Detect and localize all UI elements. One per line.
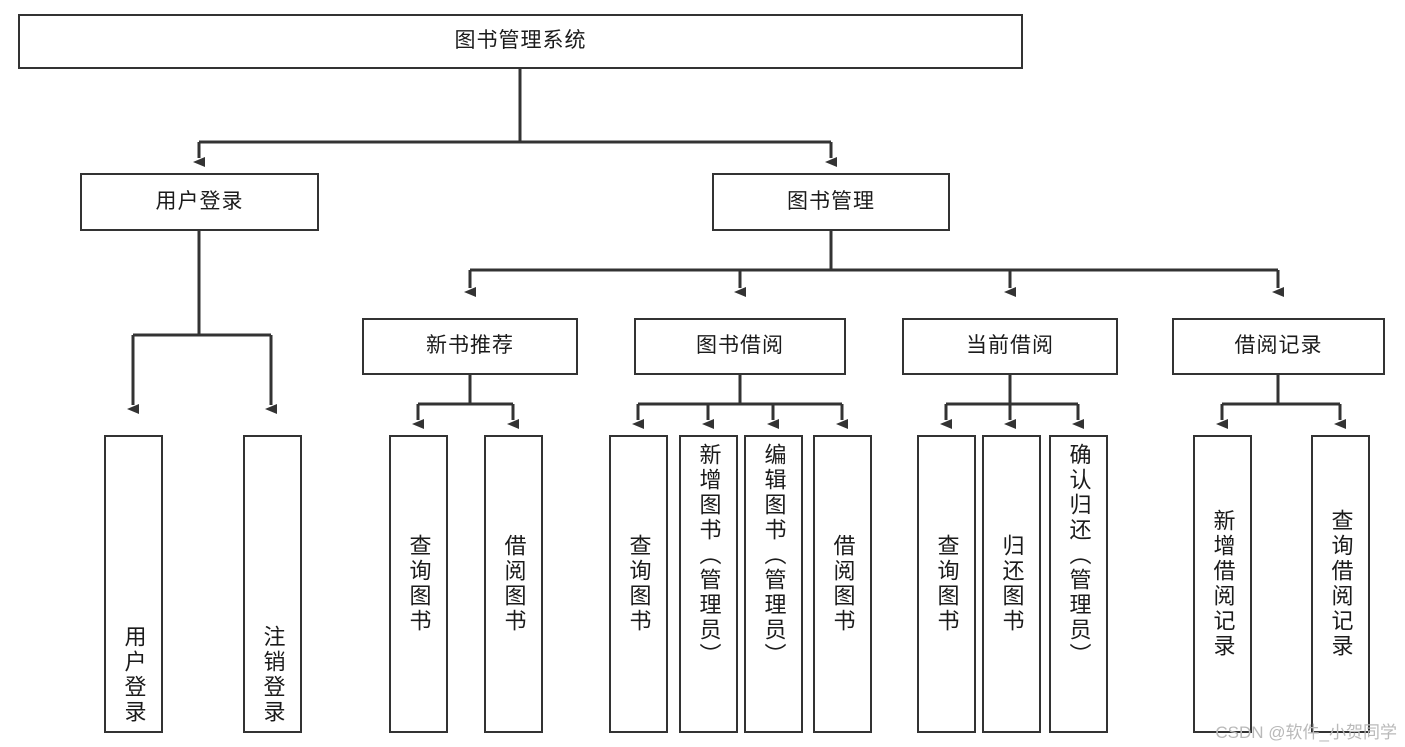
node-root-system[interactable]: 图书管理系统	[18, 14, 1023, 69]
node-label: 新书推荐	[426, 334, 514, 358]
csdn-watermark: CSDN @软件_小贺同学	[1215, 723, 1397, 742]
leaf-query-borrow-record[interactable]: 查询借阅记录	[1311, 435, 1370, 733]
node-label: 新增借阅记录	[1210, 509, 1236, 659]
node-label: 用户登录	[121, 625, 147, 725]
leaf-confirm-return-admin[interactable]: 确认归还（管理员）	[1049, 435, 1108, 733]
node-label: 图书管理系统	[454, 29, 587, 53]
node-label: 新增图书（管理员）	[696, 443, 722, 668]
node-label: 借阅图书	[501, 534, 527, 634]
node-user-login[interactable]: 用户登录	[80, 173, 319, 231]
leaf-borrow-book-recommend[interactable]: 借阅图书	[484, 435, 543, 733]
node-label: 借阅记录	[1234, 334, 1323, 358]
node-label: 确认归还（管理员）	[1066, 443, 1092, 668]
node-current-borrow[interactable]: 当前借阅	[902, 318, 1118, 375]
node-label: 编辑图书（管理员）	[761, 443, 787, 668]
node-book-management[interactable]: 图书管理	[712, 173, 950, 231]
node-borrow-records[interactable]: 借阅记录	[1172, 318, 1385, 375]
node-label: 归还图书	[999, 534, 1025, 634]
node-label: 用户登录	[155, 189, 244, 213]
leaf-logout[interactable]: 注销登录	[243, 435, 302, 733]
leaf-edit-book-admin[interactable]: 编辑图书（管理员）	[744, 435, 803, 733]
leaf-borrow-book[interactable]: 借阅图书	[813, 435, 872, 733]
node-label: 当前借阅	[966, 334, 1054, 358]
node-new-book-recommend[interactable]: 新书推荐	[362, 318, 578, 375]
node-label: 注销登录	[260, 625, 286, 725]
leaf-query-book-current[interactable]: 查询图书	[917, 435, 976, 733]
leaf-add-borrow-record[interactable]: 新增借阅记录	[1193, 435, 1252, 733]
node-book-borrow[interactable]: 图书借阅	[634, 318, 846, 375]
leaf-return-book[interactable]: 归还图书	[982, 435, 1041, 733]
node-label: 借阅图书	[830, 534, 856, 634]
node-label: 图书管理	[787, 189, 875, 213]
leaf-query-book-borrow[interactable]: 查询图书	[609, 435, 668, 733]
node-label: 查询图书	[406, 534, 432, 634]
node-label: 查询图书	[626, 534, 652, 634]
leaf-query-book-recommend[interactable]: 查询图书	[389, 435, 448, 733]
leaf-user-login[interactable]: 用户登录	[104, 435, 163, 733]
node-label: 查询借阅记录	[1328, 509, 1354, 659]
node-label: 图书借阅	[696, 334, 784, 358]
node-label: 查询图书	[934, 534, 960, 634]
leaf-add-book-admin[interactable]: 新增图书（管理员）	[679, 435, 738, 733]
